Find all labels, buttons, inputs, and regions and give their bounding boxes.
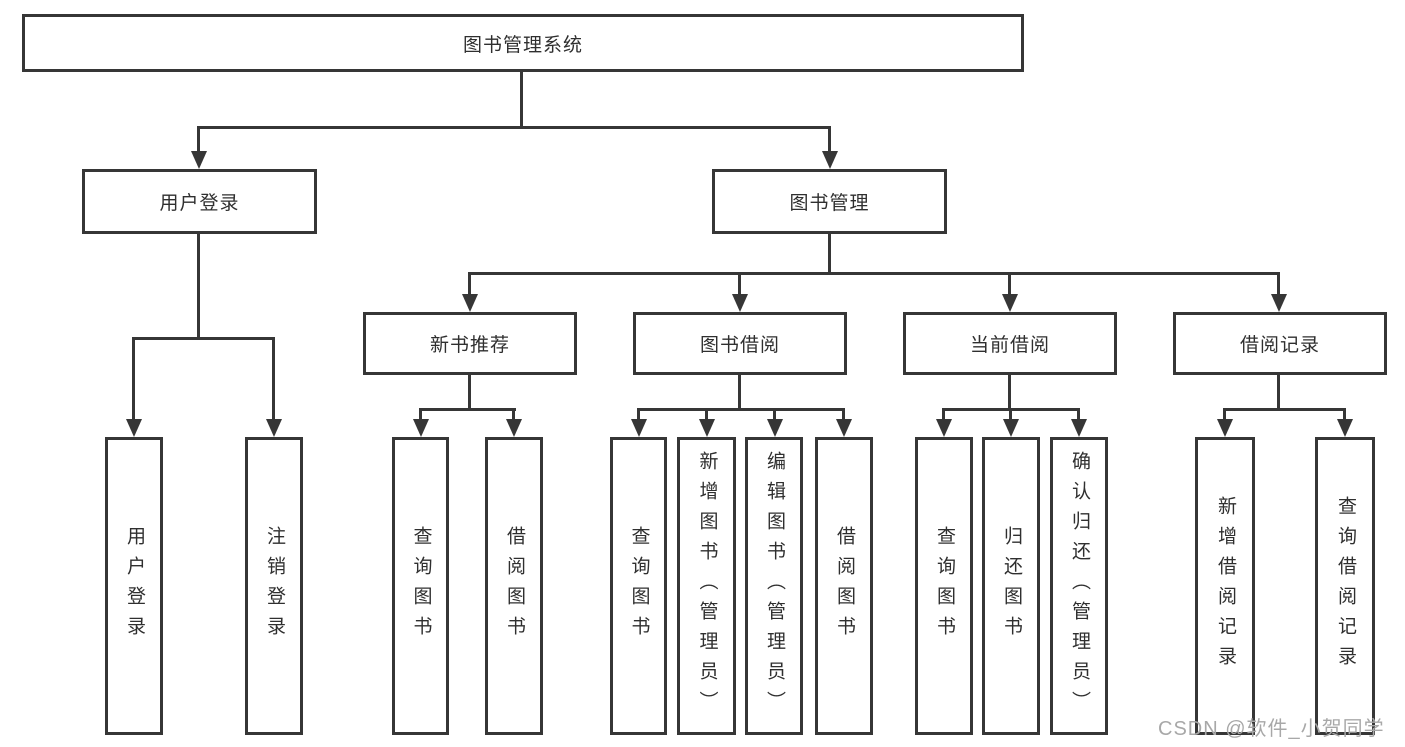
- connector-drop-records: [1277, 272, 1280, 296]
- connector-current-stem: [1008, 375, 1011, 411]
- arrowhead-down-icon: [1271, 294, 1287, 312]
- connector-drop-user-login: [197, 126, 200, 154]
- arrowhead-down-icon: [836, 419, 852, 437]
- arrowhead-down-icon: [936, 419, 952, 437]
- arrowhead-down-icon: [1071, 419, 1087, 437]
- arrowhead-down-icon: [1337, 419, 1353, 437]
- connector-records-stem: [1277, 375, 1280, 411]
- arrowhead-down-icon: [631, 419, 647, 437]
- node-current-borrowing: 当前借阅: [903, 312, 1117, 375]
- node-book-borrowing-label: 图书借阅: [699, 335, 780, 356]
- leaf-label: 确认归还（管理员）: [1068, 451, 1090, 721]
- leaf-label: 借阅图书: [833, 526, 855, 646]
- connector-drop: [705, 408, 708, 421]
- leaf-label: 查询借阅记录: [1334, 496, 1356, 676]
- node-leaf-query-books-2: 查询图书: [610, 437, 667, 735]
- leaf-label: 查询图书: [933, 526, 955, 646]
- node-leaf-edit-books-admin: 编辑图书（管理员）: [745, 437, 803, 735]
- node-leaf-user-login: 用户登录: [105, 437, 163, 735]
- connector-records-bus: [1223, 408, 1346, 411]
- connector-drop: [773, 408, 776, 421]
- connector-book-mgmt-stem: [828, 234, 831, 275]
- connector-recommend-bus: [419, 408, 516, 411]
- node-book-management-label: 图书管理: [789, 193, 870, 214]
- node-leaf-borrow-books-2: 借阅图书: [815, 437, 873, 735]
- arrowhead-down-icon: [506, 419, 522, 437]
- connector-drop: [1343, 408, 1346, 421]
- node-leaf-borrow-books-1: 借阅图书: [485, 437, 543, 735]
- arrowhead-down-icon: [699, 419, 715, 437]
- leaf-label: 归还图书: [1000, 526, 1022, 646]
- leaf-label: 借阅图书: [503, 526, 525, 646]
- connector-user-login-bus: [132, 337, 275, 340]
- connector-borrowing-bus: [637, 408, 845, 411]
- connector-root-bus: [197, 126, 831, 129]
- node-leaf-add-borrow-record: 新增借阅记录: [1195, 437, 1255, 735]
- node-leaf-query-borrow-record: 查询借阅记录: [1315, 437, 1375, 735]
- node-book-borrowing: 图书借阅: [633, 312, 847, 375]
- node-leaf-query-books-3: 查询图书: [915, 437, 973, 735]
- leaf-label: 新增借阅记录: [1214, 496, 1236, 676]
- leaf-label: 注销登录: [263, 526, 285, 646]
- connector-drop: [1077, 408, 1080, 421]
- csdn-watermark: CSDN @软件_小贺同学: [1158, 718, 1385, 740]
- node-leaf-add-books-admin: 新增图书（管理员）: [677, 437, 736, 735]
- arrowhead-down-icon: [126, 419, 142, 437]
- node-borrowing-records: 借阅记录: [1173, 312, 1387, 375]
- connector-drop: [637, 408, 640, 421]
- node-user-login-label: 用户登录: [159, 193, 240, 214]
- node-leaf-return-books: 归还图书: [982, 437, 1040, 735]
- connector-drop-current: [1008, 272, 1011, 296]
- arrowhead-down-icon: [191, 151, 207, 169]
- arrowhead-down-icon: [732, 294, 748, 312]
- node-root-label: 图书管理系统: [462, 34, 583, 56]
- node-leaf-logout: 注销登录: [245, 437, 303, 735]
- connector-drop-login: [132, 337, 135, 421]
- connector-user-login-stem: [197, 234, 200, 340]
- leaf-label: 查询图书: [628, 526, 650, 646]
- leaf-label: 新增图书（管理员）: [696, 451, 718, 721]
- node-book-management: 图书管理: [712, 169, 947, 234]
- connector-drop: [842, 408, 845, 421]
- leaf-label: 编辑图书（管理员）: [763, 451, 785, 721]
- arrowhead-down-icon: [1002, 294, 1018, 312]
- leaf-label: 用户登录: [123, 526, 145, 646]
- connector-root-stem: [520, 72, 523, 129]
- node-current-borrowing-label: 当前借阅: [969, 335, 1050, 356]
- node-borrowing-records-label: 借阅记录: [1239, 335, 1320, 356]
- arrowhead-down-icon: [1003, 419, 1019, 437]
- connector-recommend-stem: [468, 375, 471, 411]
- arrowhead-down-icon: [413, 419, 429, 437]
- arrowhead-down-icon: [822, 151, 838, 169]
- connector-drop: [1009, 408, 1012, 421]
- arrowhead-down-icon: [462, 294, 478, 312]
- connector-drop: [419, 408, 422, 421]
- connector-drop-new-books: [468, 272, 471, 296]
- node-leaf-query-books-1: 查询图书: [392, 437, 449, 735]
- node-leaf-confirm-return-admin: 确认归还（管理员）: [1050, 437, 1108, 735]
- node-new-book-recommend: 新书推荐: [363, 312, 577, 375]
- node-new-book-recommend-label: 新书推荐: [429, 335, 510, 356]
- leaf-label: 查询图书: [410, 526, 432, 646]
- connector-book-mgmt-bus: [468, 272, 1280, 275]
- connector-borrowing-stem: [738, 375, 741, 411]
- connector-drop: [942, 408, 945, 421]
- connector-drop-book-mgmt: [828, 126, 831, 154]
- connector-drop: [1223, 408, 1226, 421]
- connector-drop-borrowing: [738, 272, 741, 296]
- connector-drop-logout: [272, 337, 275, 421]
- arrowhead-down-icon: [1217, 419, 1233, 437]
- arrowhead-down-icon: [266, 419, 282, 437]
- node-root: 图书管理系统: [22, 14, 1024, 72]
- arrowhead-down-icon: [767, 419, 783, 437]
- connector-drop: [512, 408, 515, 421]
- node-user-login: 用户登录: [82, 169, 317, 234]
